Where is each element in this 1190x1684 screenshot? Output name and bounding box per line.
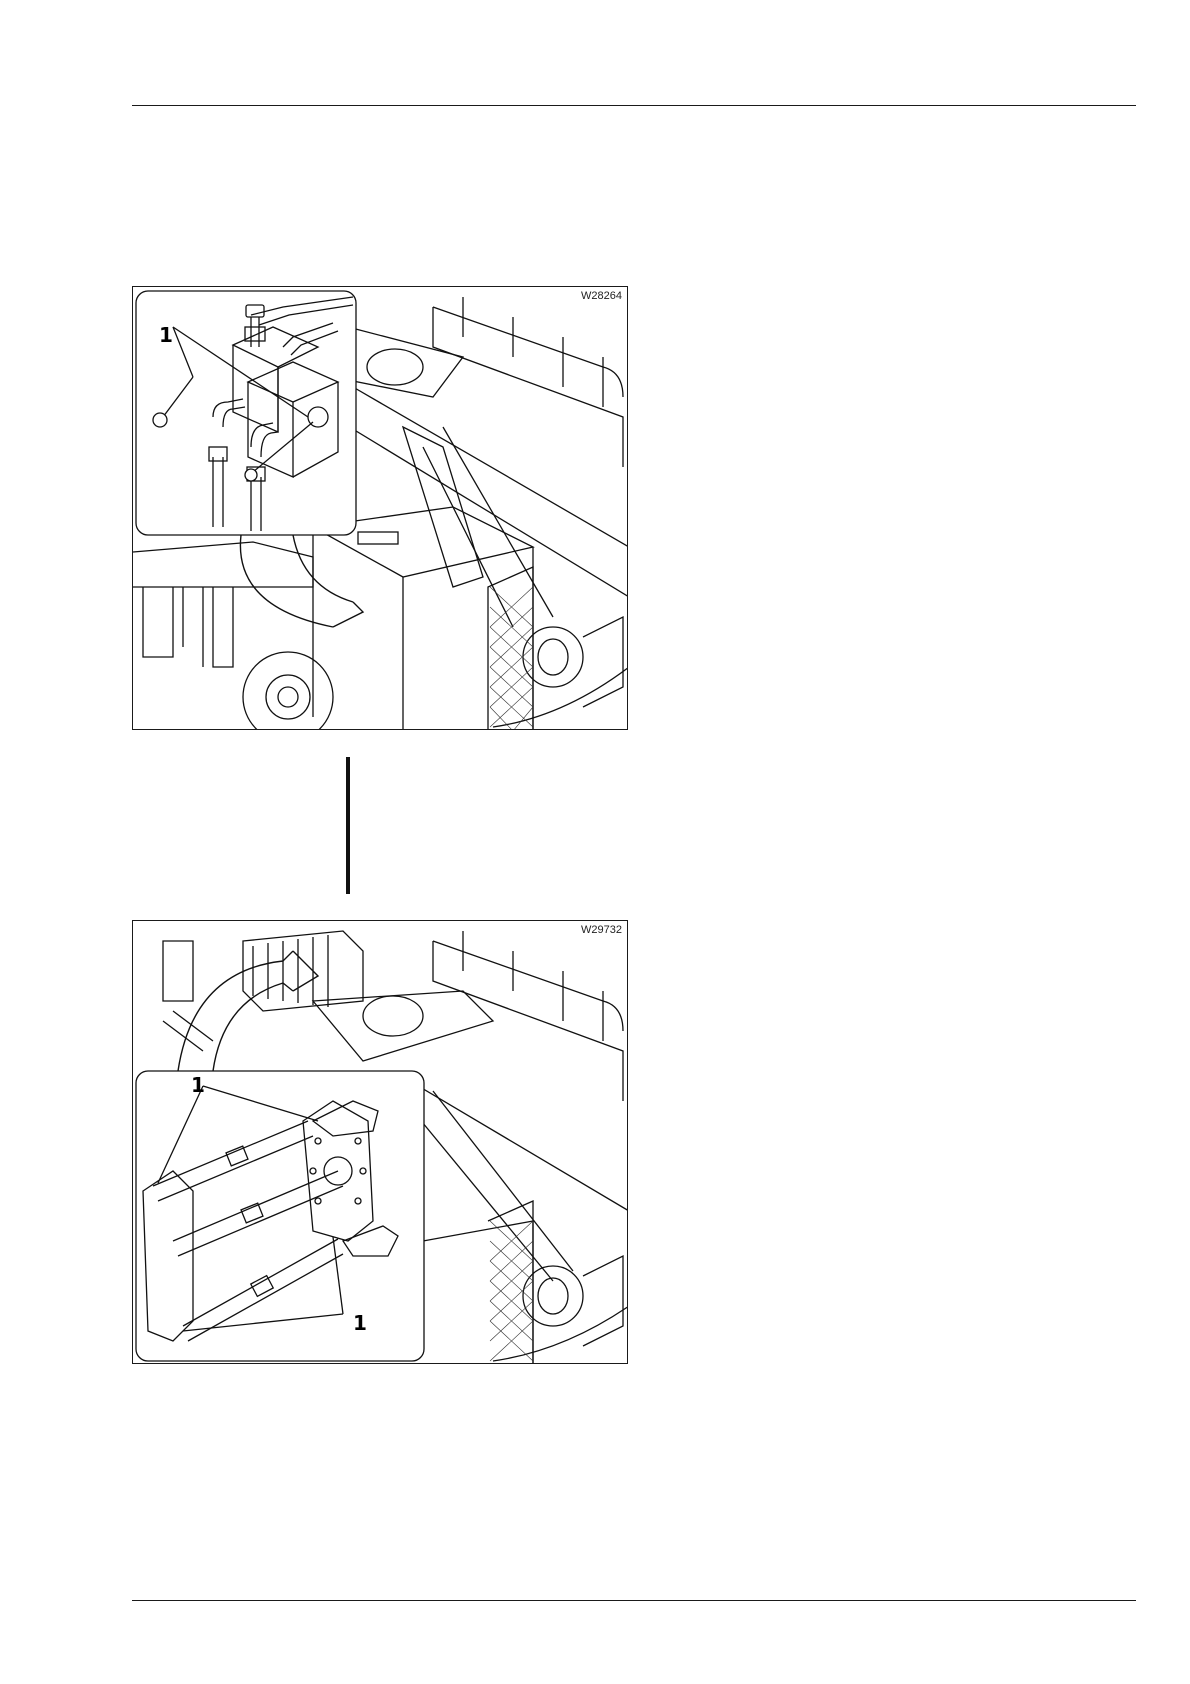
callout-label: 1 (353, 1311, 367, 1335)
callout-label: 1 (159, 323, 173, 347)
figure-hydraulic-block: W28264 (132, 286, 628, 730)
crane-illustration (133, 287, 628, 730)
crane-illustration (133, 921, 628, 1364)
header-rule (132, 105, 1136, 106)
callout-label: 1 (191, 1073, 205, 1097)
figure-roller-guide: W29732 (132, 920, 628, 1364)
separator-bar (346, 757, 350, 894)
footer-rule (132, 1600, 1136, 1601)
